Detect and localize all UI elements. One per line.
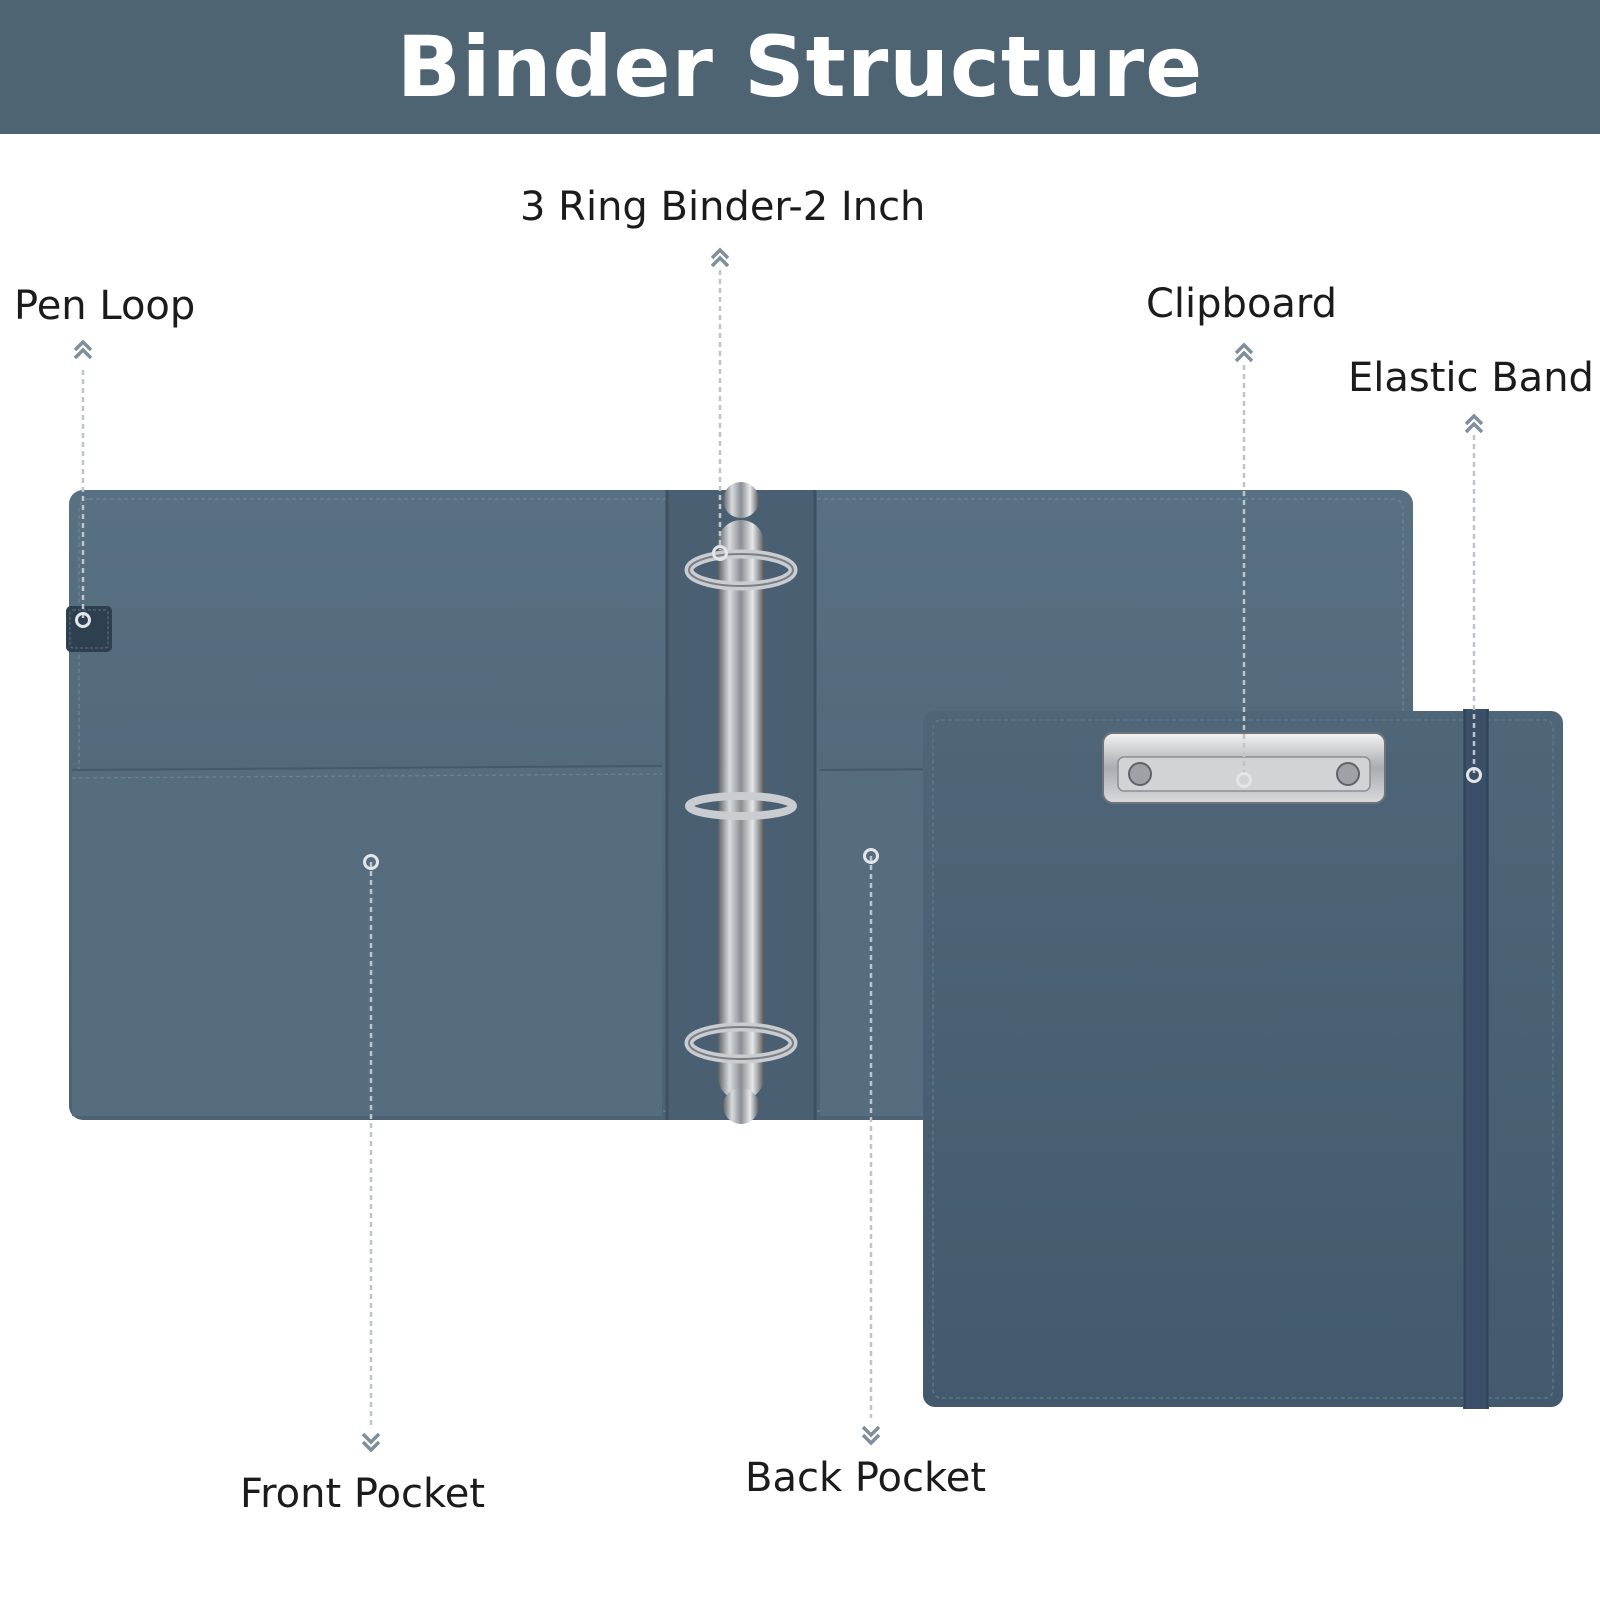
elastic-band-label: Elastic Band xyxy=(1348,355,1594,401)
arrow-down-icon xyxy=(361,1432,381,1452)
ring-mechanism xyxy=(684,482,798,1124)
pen-loop-label: Pen Loop xyxy=(14,283,196,329)
front-pocket xyxy=(71,765,663,1116)
title-banner: Binder Structure xyxy=(0,0,1600,134)
elastic-band xyxy=(1463,709,1489,1409)
page-title: Binder Structure xyxy=(396,18,1204,116)
front-pocket-label: Front Pocket xyxy=(240,1471,486,1517)
ring-binder-label: 3 Ring Binder-2 Inch xyxy=(520,184,926,230)
arrow-up-icon xyxy=(1234,343,1254,363)
arrow-up-icon xyxy=(1464,414,1484,434)
back-pocket-label: Back Pocket xyxy=(745,1455,987,1501)
arrow-up-icon xyxy=(73,340,93,360)
anchor-dots xyxy=(75,545,1482,870)
leader-lines xyxy=(81,270,1476,1426)
clipboard xyxy=(923,709,1563,1409)
clipboard-label: Clipboard xyxy=(1146,281,1338,327)
pen-loop xyxy=(66,606,112,652)
arrow-up-icon xyxy=(710,248,730,268)
arrow-down-icon xyxy=(861,1425,881,1445)
